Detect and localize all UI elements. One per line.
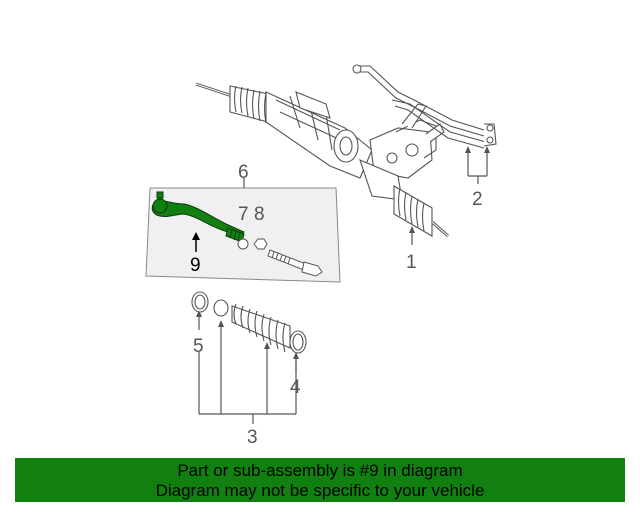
leader-9-arrowhead [192,232,200,240]
banner-line-1: Part or sub-assembly is #9 in diagram [177,461,463,480]
steering-rack-assembly [195,82,449,238]
info-banner: Part or sub-assembly is #9 in diagram Di… [15,458,625,502]
callout-4: 4 [290,377,301,398]
callout-5: 5 [193,336,204,357]
callout-6: 6 [238,162,249,183]
tie-rod-end-part-9 [151,191,245,243]
callout-9: 9 [190,255,201,276]
inner-tie-rod [267,249,323,277]
callout-1: 1 [406,252,417,273]
callout-8: 8 [254,204,265,225]
callout-7: 7 [238,204,249,225]
lock-nut-part-8 [253,238,268,250]
callout-2: 2 [472,189,483,210]
jam-nut-part-7 [237,238,249,250]
boot-kit-parts [191,291,307,354]
pressure-lines [352,64,497,149]
callout-3: 3 [247,427,258,448]
banner-line-2: Diagram may not be specific to your vehi… [155,481,485,500]
